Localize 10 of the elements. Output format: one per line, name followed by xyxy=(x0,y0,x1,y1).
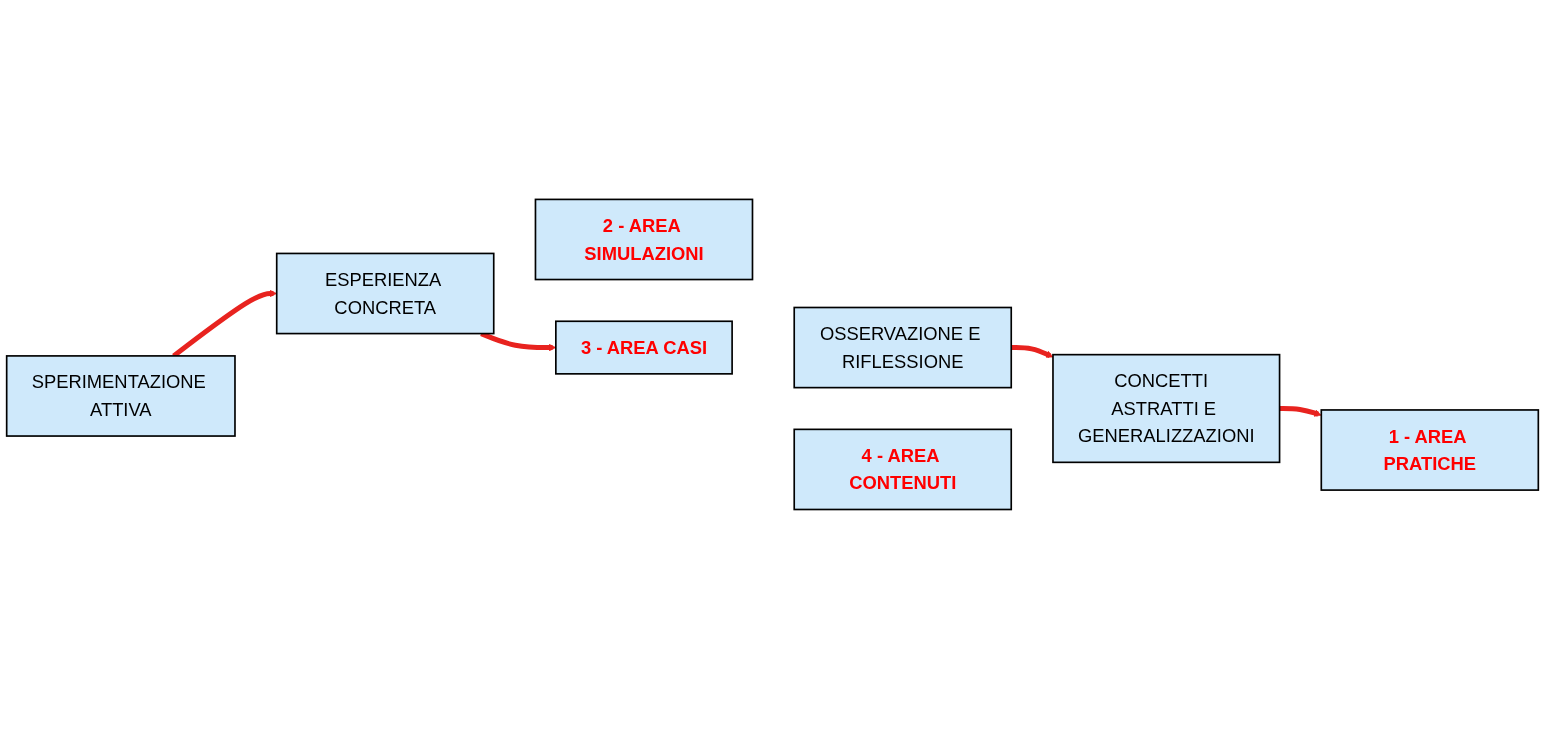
node-box: SPERIMENTAZIONE ATTIVA xyxy=(5,355,236,437)
node-box: 2 - AREA SIMULAZIONI xyxy=(534,198,754,281)
node-box: OSSERVAZIONE E RIFLESSIONE xyxy=(793,306,1013,389)
node-box: CONCETTI ASTRATTI E GENERALIZZAZIONI xyxy=(1052,353,1281,464)
arrow xyxy=(1279,406,1322,417)
node-box: ESPERIENZA CONCRETA xyxy=(275,252,495,335)
node-box: 4 - AREA CONTENUTI xyxy=(793,428,1013,511)
node-box: 3 - AREA CASI xyxy=(555,320,733,375)
node-box: 1 - AREA PRATICHE xyxy=(1320,409,1540,491)
arrow xyxy=(1011,345,1054,358)
